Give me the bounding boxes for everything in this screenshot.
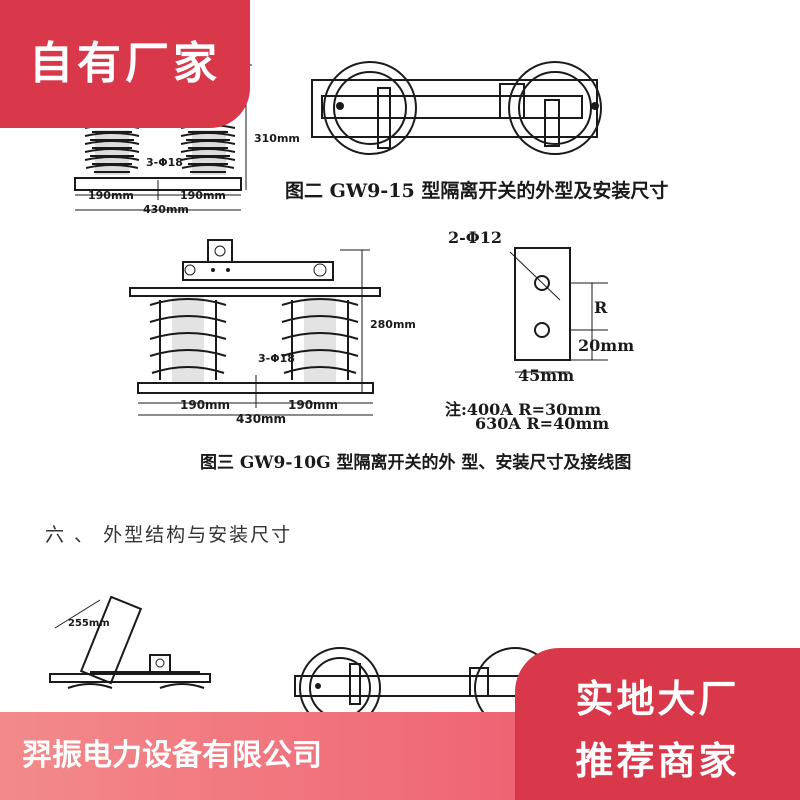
terminal-note-line1: 注:400A R=30mm [445, 400, 602, 419]
figure2-half-span-left: 190mm [88, 189, 134, 202]
figure3-holes-label: 3-Φ18 [258, 352, 295, 365]
figure3-front-view [129, 239, 381, 416]
bottom-length-label: 255mm [68, 618, 110, 629]
recommend-badge-line1: 实地大厂 [575, 677, 740, 721]
figure2-plan-view [311, 61, 602, 155]
section-heading: 六 、 外型结构与安装尺寸 [45, 524, 293, 546]
figure3-caption: 图三 GW9-10G 型隔离开关的外 型、安装尺寸及接线图 [200, 453, 632, 473]
terminal-r-label: R [594, 298, 608, 317]
figure3-height-label: 280mm [370, 318, 416, 331]
figure3-half-span-right: 190mm [288, 398, 339, 412]
figure3-insulator-right [281, 296, 359, 382]
figure2-height-label: 310mm [254, 132, 300, 145]
figure3-total-span: 430mm [236, 412, 287, 426]
bottom-switch-drawing [49, 595, 211, 689]
terminal-offset-label: 20mm [578, 336, 635, 355]
figure2-caption: 图二 GW9-15 型隔离开关的外型及安装尺寸 [285, 180, 669, 202]
figure3-insulator-left [149, 296, 227, 382]
company-name: 羿振电力设备有限公司 [22, 738, 322, 773]
terminal-holes-label: 2-Φ12 [448, 228, 502, 247]
terminal-plate [509, 247, 608, 373]
figure2-insulator-left [84, 124, 140, 175]
figure2-half-span-right: 190mm [180, 189, 226, 202]
terminal-width-label: 45mm [518, 366, 575, 385]
figure2-holes-label: 3-Φ18 [146, 156, 183, 169]
figure3-half-span-left: 190mm [180, 398, 231, 412]
factory-badge: 自有厂家 [0, 0, 250, 128]
terminal-note-line2: 630A R=40mm [475, 414, 610, 433]
figure2-total-span: 430mm [143, 203, 189, 216]
figure2-insulator-right [180, 124, 236, 175]
recommend-badge-line2: 推荐商家 [575, 739, 740, 783]
recommend-badge [515, 648, 800, 800]
